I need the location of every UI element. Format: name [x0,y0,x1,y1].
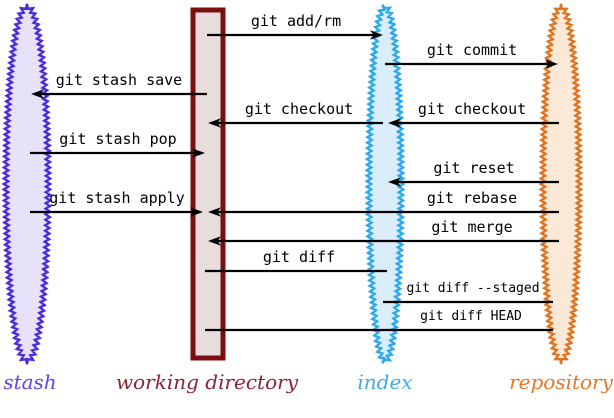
arrowhead-git-add-rm-0 [370,30,383,40]
edge-label-git-commit-1: git commit [427,41,517,59]
arrowhead-git-rebase-8 [208,207,221,217]
stash-shape [1,3,53,365]
edge-label-git-reset-6: git reset [433,159,514,177]
column-label-working-directory: working directory [116,370,299,394]
column-label-repository: repository [509,370,614,394]
edge-label-git-checkout-4: git checkout [418,100,526,118]
edge-label-git-rebase-8: git rebase [427,189,517,207]
working-directory-shape [190,7,226,361]
column-label-stash: stash [3,370,56,394]
column-label-index: index [357,370,412,394]
edge-label-git-add-rm-0: git add/rm [251,12,341,30]
edge-label-git-stash-save-2: git stash save [56,71,182,89]
arrowhead-git-merge-9 [208,236,221,246]
edge-label-git-stash-apply-7: git stash apply [49,189,184,207]
arrowhead-git-reset-6 [388,177,401,187]
arrowhead-git-checkout-3 [208,118,221,128]
edge-label-git-diff-head-12: git diff HEAD [420,309,522,324]
edge-label-git-diff-10: git diff [263,248,335,266]
repository-shape [538,3,584,365]
arrowhead-git-checkout-4 [388,118,401,128]
arrowhead-git-stash-save-2 [31,89,44,99]
edge-label-git-stash-pop-5: git stash pop [59,130,176,148]
arrowhead-git-stash-pop-5 [192,148,205,158]
arrowhead-git-stash-apply-7 [190,207,203,217]
arrowhead-git-commit-1 [545,59,558,69]
edge-label-git-checkout-3: git checkout [245,100,353,118]
edge-label-git-merge-9: git merge [431,218,512,236]
edge-label-git-diff-staged-11: git diff --staged [406,281,539,296]
